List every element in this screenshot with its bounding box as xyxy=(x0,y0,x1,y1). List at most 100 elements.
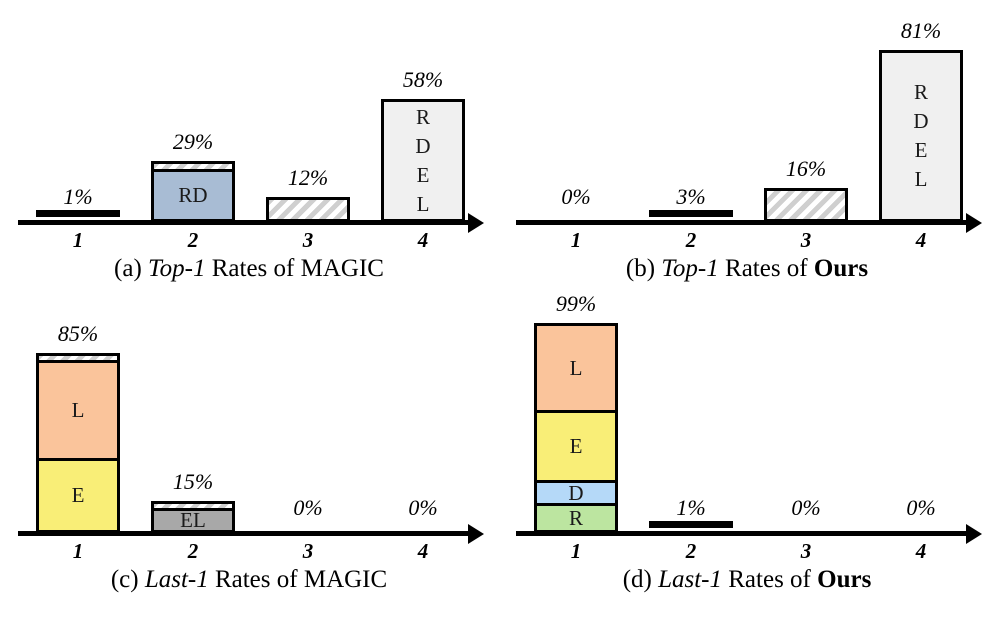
value-label-c-3: 0% xyxy=(293,495,323,520)
value-label-b-3: 16% xyxy=(785,156,827,182)
bar-a-2: RD xyxy=(151,160,235,222)
value-label-d-1: 99% xyxy=(555,291,597,317)
bar-d-2-stub xyxy=(649,521,733,528)
bar-a-3 xyxy=(266,196,350,222)
value-label-a-4: 58% xyxy=(402,67,444,93)
segment-letter: D xyxy=(913,109,929,134)
caption-method-name: Ours xyxy=(817,566,872,593)
value-label-a-3: 12% xyxy=(287,164,329,190)
segment-letter: R xyxy=(415,104,430,129)
panel-caption-c: (c) Last-1 Rates of MAGIC xyxy=(0,566,498,594)
bar-segment-rd: RD xyxy=(154,169,232,219)
x-axis-arrow-icon xyxy=(966,213,982,233)
panel-caption-d: (d) Last-1 Rates of Ours xyxy=(498,566,996,594)
x-axis-arrow-icon xyxy=(468,213,484,233)
bar-segment-hatched xyxy=(269,199,347,219)
x-axis-line xyxy=(18,531,470,536)
bar-segment-e: E xyxy=(39,458,117,530)
segment-letter: D xyxy=(415,133,431,158)
value-label-a-2: 29% xyxy=(172,128,214,154)
segment-label: R xyxy=(568,505,583,530)
bar-segment-hatch-cap xyxy=(154,163,232,170)
caption-prefix: (d) xyxy=(622,566,659,593)
caption-middle: Rates of xyxy=(205,255,301,282)
caption-middle: Rates of xyxy=(718,255,814,282)
value-label-d-4: 0% xyxy=(906,495,936,520)
value-label-d-2: 1% xyxy=(676,495,706,520)
value-label-a-1: 1% xyxy=(63,184,93,209)
caption-prefix: (c) xyxy=(110,566,145,593)
x-axis-arrow-icon xyxy=(966,524,982,544)
bar-segment-hatch-cap xyxy=(154,504,232,508)
x-tick-c-2: 2 xyxy=(187,539,199,563)
value-label-c-2: 15% xyxy=(172,469,214,495)
bar-b-3 xyxy=(764,188,848,222)
bar-segment-l: L xyxy=(537,326,615,411)
x-tick-b-4: 4 xyxy=(915,228,927,252)
value-label-b-2: 3% xyxy=(676,183,706,209)
x-axis-line xyxy=(18,220,470,225)
segment-letter: L xyxy=(416,191,430,216)
x-tick-a-2: 2 xyxy=(187,228,199,252)
bar-segment-hatched xyxy=(767,191,845,219)
x-tick-c-4: 4 xyxy=(417,539,429,563)
x-tick-b-2: 2 xyxy=(685,228,697,252)
panel-caption-a: (a) Top-1 Rates of MAGIC xyxy=(0,255,498,283)
bar-segment-l: L xyxy=(39,359,117,459)
x-tick-a-4: 4 xyxy=(417,228,429,252)
caption-middle: Rates of xyxy=(208,566,304,593)
x-tick-c-3: 3 xyxy=(302,539,314,563)
value-label-b-4: 81% xyxy=(900,18,942,44)
value-label-c-1: 85% xyxy=(57,320,99,346)
segment-label: E xyxy=(71,483,85,508)
x-tick-c-1: 1 xyxy=(72,539,84,563)
caption-emphasis: Last-1 xyxy=(144,566,209,593)
segment-label: E xyxy=(569,434,583,459)
segment-label: L xyxy=(569,355,583,380)
x-tick-a-3: 3 xyxy=(302,228,314,252)
x-tick-d-1: 1 xyxy=(570,539,582,563)
caption-middle: Rates of xyxy=(722,566,818,593)
segment-letter: E xyxy=(416,162,430,187)
segment-label: EL xyxy=(180,507,206,530)
caption-method-name: MAGIC xyxy=(300,255,384,282)
caption-emphasis: Last-1 xyxy=(658,566,722,593)
x-axis-arrow-icon xyxy=(468,524,484,544)
bar-c-2: EL xyxy=(151,501,235,533)
caption-emphasis: Top-1 xyxy=(661,255,719,282)
bar-a-1-stub xyxy=(36,210,120,217)
caption-method-name: MAGIC xyxy=(303,566,388,593)
segment-letter: L xyxy=(914,167,928,192)
bar-segment-d: D xyxy=(537,480,615,504)
value-label-d-3: 0% xyxy=(791,495,821,520)
caption-prefix: (a) xyxy=(114,255,149,282)
x-tick-d-2: 2 xyxy=(685,539,697,563)
x-tick-b-3: 3 xyxy=(800,228,812,252)
bar-segment-hatch-cap xyxy=(39,355,117,360)
panel-caption-b: (b) Top-1 Rates of Ours xyxy=(498,255,996,283)
x-axis-line xyxy=(516,220,968,225)
bar-b-2-stub xyxy=(649,210,733,217)
bar-segment-r: R xyxy=(537,503,615,530)
bar-segment-e: E xyxy=(537,410,615,481)
x-tick-b-1: 1 xyxy=(570,228,582,252)
segment-label: RD xyxy=(178,183,208,208)
segment-label: D xyxy=(568,480,584,504)
segment-label: L xyxy=(71,398,85,423)
